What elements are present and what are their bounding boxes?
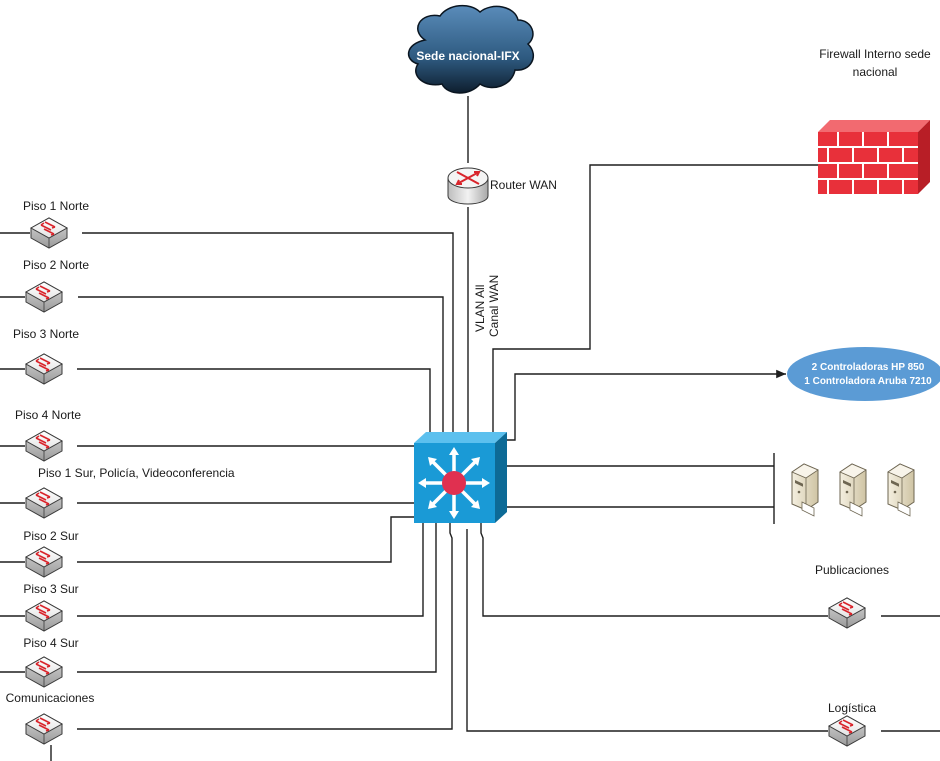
router-label: Router WAN <box>490 178 557 192</box>
wire-core-controllers <box>507 369 786 441</box>
wire-piso4s-core <box>77 523 437 673</box>
controllers-line1: 2 Controladoras HP 850 <box>812 362 925 373</box>
controllers-ellipse <box>787 347 940 401</box>
switch-icon <box>25 656 63 688</box>
switch-label: Piso 1 Sur, Policía, Videoconferencia <box>38 466 235 480</box>
connection-lines <box>0 96 940 761</box>
switch-label: Publicaciones <box>815 563 889 577</box>
switch-icon <box>25 546 63 578</box>
switch-label: Comunicaciones <box>6 691 95 705</box>
vlan-label-line2: Canal WAN <box>487 275 501 337</box>
switch-piso-1-sur[interactable]: Piso 1 Sur, Policía, Videoconferencia <box>25 466 235 519</box>
wire-piso3s-core <box>77 523 424 617</box>
cloud-label: Sede nacional-IFX <box>416 49 519 63</box>
router-wan[interactable]: Router WAN <box>447 167 557 205</box>
switch-logistica[interactable]: Logística <box>828 701 876 747</box>
server-icon <box>791 463 819 517</box>
server-icon <box>839 463 867 517</box>
controllers-line2: 1 Controladora Aruba 7210 <box>804 376 932 387</box>
switch-icon <box>25 487 63 519</box>
switch-icon <box>828 715 866 747</box>
switch-piso-2-sur[interactable]: Piso 2 Sur <box>23 529 79 578</box>
left-switches: Piso 1 Norte Piso 2 Norte Piso 3 Norte P… <box>6 199 235 745</box>
switch-label: Logística <box>828 701 876 715</box>
wire-piso1n-core <box>82 232 454 432</box>
cloud-sede-nacional[interactable]: Sede nacional-IFX <box>408 4 534 94</box>
switch-label: Piso 4 Sur <box>23 636 78 650</box>
vlan-label-line1: VLAN All <box>473 285 487 332</box>
server-group[interactable] <box>791 463 915 517</box>
server-icon <box>887 463 915 517</box>
cloud-icon <box>408 4 534 94</box>
switch-icon <box>25 600 63 632</box>
switch-icon <box>25 281 63 313</box>
switch-piso-1-norte[interactable]: Piso 1 Norte <box>23 199 89 249</box>
firewall-label-line2: nacional <box>853 65 898 79</box>
firewall-interno[interactable]: Firewall Interno sede nacional <box>818 47 931 194</box>
switch-icon <box>25 713 63 745</box>
switch-label: Piso 3 Sur <box>23 582 78 596</box>
core-switch-icon <box>414 432 507 523</box>
switch-icon <box>828 597 866 629</box>
switch-piso-4-norte[interactable]: Piso 4 Norte <box>15 408 81 462</box>
switch-icon <box>25 430 63 462</box>
switch-label: Piso 3 Norte <box>13 327 79 341</box>
router-icon <box>447 167 489 205</box>
wire-piso2s-core <box>77 516 414 563</box>
switch-piso-2-norte[interactable]: Piso 2 Norte <box>23 258 89 313</box>
wire-piso2n-core <box>78 296 444 432</box>
switch-piso-3-norte[interactable]: Piso 3 Norte <box>13 327 79 385</box>
wire-core-firewall <box>492 164 820 432</box>
switch-icon <box>25 353 63 385</box>
core-switch[interactable] <box>414 432 507 523</box>
switch-label: Piso 2 Norte <box>23 258 89 272</box>
right-switches: Publicaciones Logística <box>815 563 889 747</box>
switch-label: Piso 4 Norte <box>15 408 81 422</box>
firewall-label-line1: Firewall Interno sede <box>819 47 931 61</box>
wire-core-publicaciones <box>480 523 828 617</box>
switch-piso-3-sur[interactable]: Piso 3 Sur <box>23 582 79 632</box>
switch-comunicaciones[interactable]: Comunicaciones <box>6 691 95 745</box>
wire-comunicaciones-core <box>77 523 453 730</box>
switch-publicaciones[interactable]: Publicaciones <box>815 563 889 629</box>
wire-core-logistica <box>466 529 828 732</box>
switch-label: Piso 1 Norte <box>23 199 89 213</box>
vlan-label: VLAN All Canal WAN <box>473 275 501 337</box>
wireless-controllers[interactable]: 2 Controladoras HP 850 1 Controladora Ar… <box>787 347 940 401</box>
switch-piso-4-sur[interactable]: Piso 4 Sur <box>23 636 79 688</box>
switch-label: Piso 2 Sur <box>23 529 78 543</box>
switch-icon <box>30 217 68 249</box>
firewall-icon <box>818 120 930 194</box>
wire-piso3n-core <box>77 368 431 432</box>
